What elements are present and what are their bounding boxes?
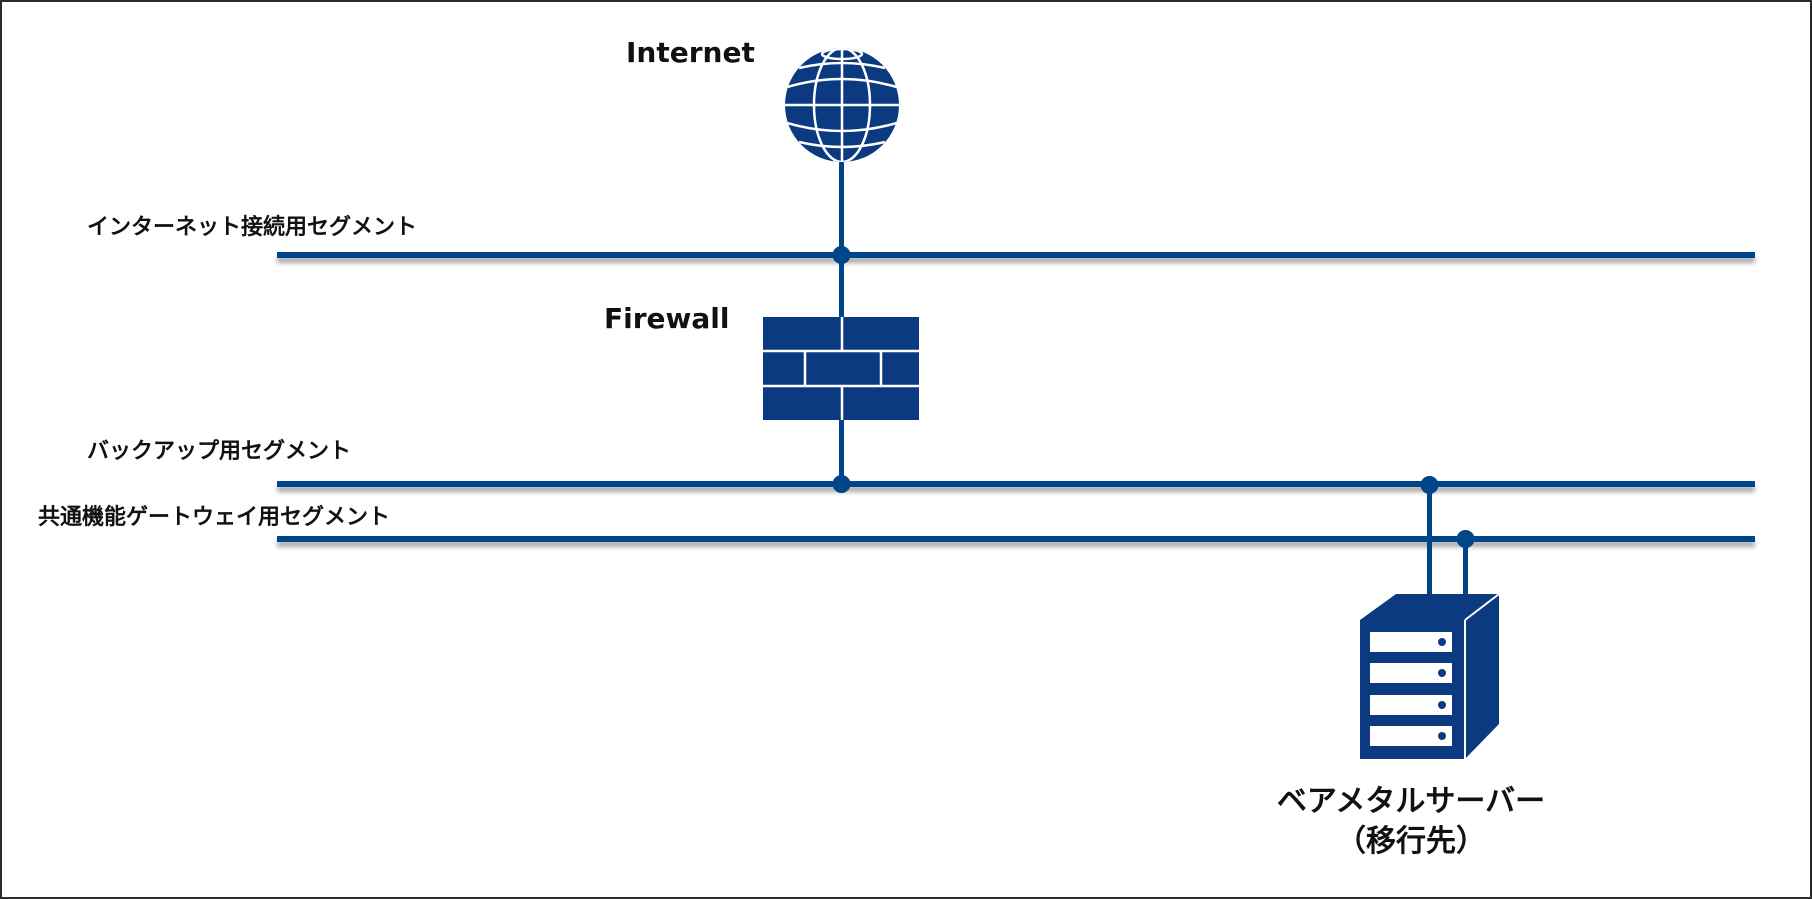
firewall-label: Firewall xyxy=(604,302,730,335)
server-drive-bays xyxy=(1370,632,1452,746)
server-label-note: （移行先） xyxy=(1336,824,1486,859)
internet-segment-line xyxy=(277,252,1755,258)
globe-icon xyxy=(785,48,899,162)
server-rack-icon xyxy=(1360,593,1500,759)
segment-to-firewall-connector xyxy=(839,254,844,318)
junctions xyxy=(832,246,1475,548)
gateway-segment-line xyxy=(277,536,1755,542)
junction-dot xyxy=(832,475,851,493)
server-to-backup-connector xyxy=(1427,484,1432,596)
segment-lines xyxy=(277,252,1755,542)
server-label-name: ベアメタルサーバー xyxy=(1276,784,1546,819)
junction-dot xyxy=(832,246,851,264)
internet-segment-label: インターネット接続用セグメント xyxy=(87,215,418,240)
junction-dot xyxy=(1456,530,1475,548)
brick-wall-icon xyxy=(763,317,919,420)
server-label: ベアメタルサーバー （移行先） xyxy=(1252,782,1570,862)
server-to-gateway-connector xyxy=(1463,540,1468,596)
connectors xyxy=(839,160,1468,596)
gateway-segment-label: 共通機能ゲートウェイ用セグメント xyxy=(38,505,391,530)
internet-to-segment-connector xyxy=(839,160,844,256)
backup-segment-line xyxy=(277,481,1755,487)
internet-label: Internet xyxy=(626,36,755,69)
junction-dot xyxy=(1420,476,1439,494)
backup-segment-label: バックアップ用セグメント xyxy=(87,439,352,464)
firewall-to-backup-connector xyxy=(839,419,844,485)
